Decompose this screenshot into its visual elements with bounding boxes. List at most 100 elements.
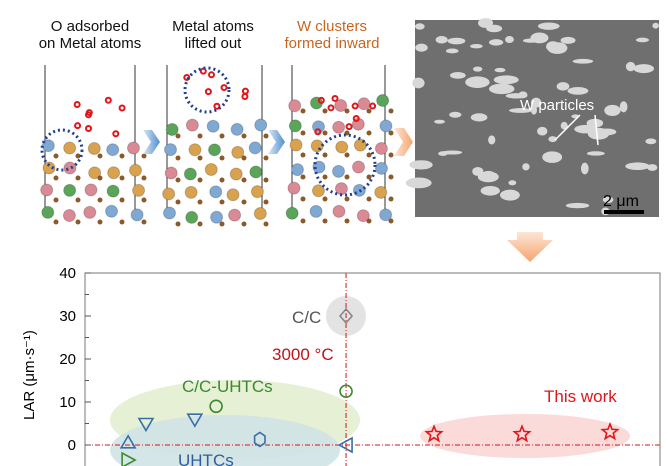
oxygen-atom [104, 96, 112, 104]
carbon-atom [300, 108, 306, 114]
w-particle [409, 160, 433, 170]
w-particle [560, 121, 568, 130]
w-particle [645, 138, 657, 145]
w-particle [647, 164, 658, 171]
marker-circle [209, 399, 223, 414]
w-particle [447, 37, 466, 45]
plot-frame [84, 272, 661, 466]
carbon-atom [300, 130, 306, 136]
carbon-atom [241, 155, 247, 161]
carbon-atom [141, 197, 147, 203]
oxygen-atom [220, 84, 228, 92]
pointer-arrow [554, 114, 581, 141]
w-particle [574, 124, 597, 134]
w-particle [465, 76, 490, 88]
step1-line1: O adsorbed [50, 18, 130, 35]
metal-atom [105, 204, 119, 218]
metal-atom [249, 165, 263, 179]
carbon-atom [53, 153, 59, 159]
w-particle [470, 113, 488, 122]
carbon-atom [322, 130, 328, 136]
metal-atom [231, 145, 245, 159]
metal-atom [285, 206, 299, 220]
carbon-atom [344, 152, 350, 158]
metal-atom [334, 98, 348, 112]
w-particle [522, 163, 530, 171]
oxygen-atom [183, 73, 191, 81]
metal-atom [130, 208, 144, 222]
w-particle [405, 177, 432, 189]
metal-atom [254, 118, 268, 132]
w-particle [488, 135, 496, 145]
metal-atom [106, 184, 120, 198]
carbon-atom [241, 221, 247, 227]
marker-circle [339, 384, 353, 399]
metal-atom [41, 205, 55, 219]
carbon-atom [366, 130, 372, 136]
metal-atom [289, 138, 303, 152]
metal-atom [88, 166, 102, 180]
y-axis-label: LAR (μm·s⁻¹) [21, 330, 38, 420]
metal-atom [164, 143, 178, 157]
w-particle [530, 105, 537, 115]
carbon-atom [241, 199, 247, 205]
metal-atom [204, 162, 218, 176]
metal-atom [162, 187, 176, 201]
step2-line2: lifted out [184, 35, 242, 52]
carbon-atom [388, 218, 394, 224]
oxygen-atom [204, 88, 212, 96]
metal-atom [162, 206, 176, 220]
w-particle [604, 104, 621, 116]
marker-triangle-down [186, 413, 204, 428]
carbon-atom [175, 221, 181, 227]
metal-atom [332, 164, 346, 178]
label-3000c: 3000 °C [272, 345, 334, 364]
carbon-atom [141, 175, 147, 181]
w-particle [556, 82, 570, 91]
w-particle [586, 151, 605, 156]
carbon-atom [53, 219, 59, 225]
carbon-atom [366, 174, 372, 180]
oxygen-atom [352, 115, 360, 123]
carbon-atom [344, 174, 350, 180]
carbon-atom [197, 199, 203, 205]
carbon-atom [388, 152, 394, 158]
carbon-atom [263, 177, 269, 183]
mechanism-diagram: W particles 2 μm [40, 18, 659, 262]
y-tick-label: 0 [68, 437, 76, 454]
marker-star [424, 424, 444, 443]
w-particle [542, 151, 563, 163]
carbon-atom [119, 219, 125, 225]
metal-atom [40, 183, 54, 197]
carbon-atom [300, 174, 306, 180]
arrow-right-icon [268, 130, 285, 154]
carbon-atom [175, 199, 181, 205]
carbon-atom [75, 219, 81, 225]
metal-atom [374, 185, 388, 199]
metal-atom [288, 119, 302, 133]
highlight-circle [40, 128, 84, 172]
carbon-atom [263, 155, 269, 161]
metal-atom [250, 185, 264, 199]
metal-atom [230, 122, 244, 136]
metal-atom [188, 143, 202, 157]
carbon-atom [219, 133, 225, 139]
w-particle [586, 118, 604, 128]
marker-triangle-left [337, 436, 353, 454]
oxygen-atom [331, 94, 339, 102]
carbon-atom [75, 197, 81, 203]
w-particle [509, 108, 533, 113]
metal-atom [185, 118, 199, 132]
carbon-atom [175, 155, 181, 161]
w-particle [602, 196, 614, 204]
metal-atom [352, 160, 366, 174]
metal-atom [63, 183, 77, 197]
marker-hexagon [253, 431, 266, 448]
arrow-down-icon [507, 232, 553, 262]
carbon-atom [388, 108, 394, 114]
oxygen-atom [241, 92, 249, 100]
w-particle [434, 119, 445, 124]
metal-atom [126, 141, 140, 155]
carbon-atom [53, 175, 59, 181]
